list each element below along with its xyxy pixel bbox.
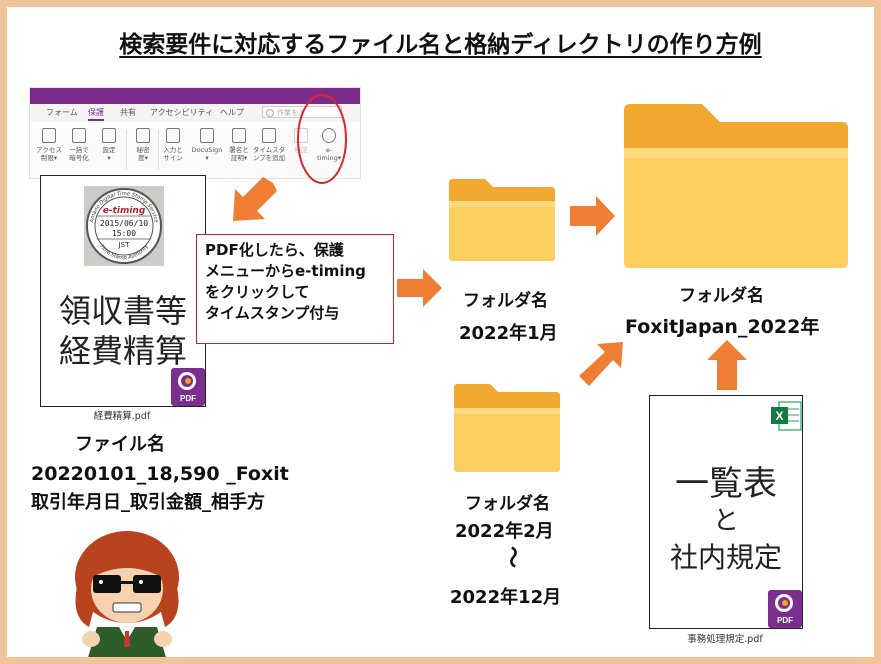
clock-doc-icon xyxy=(262,128,276,143)
instruction-callout: PDF化したら、保護 メニューからe-timing をクリックして タイムスタン… xyxy=(196,234,394,344)
pen-icon xyxy=(166,128,180,143)
doc1-line2: 経費精算 xyxy=(58,332,187,370)
arrow-icon xyxy=(579,342,623,386)
arrow-icon xyxy=(570,196,615,236)
arrow-icon xyxy=(233,177,277,221)
stamp-date: 2015/06/10 xyxy=(100,219,148,228)
tab-accessibility[interactable]: アクセシビリティ xyxy=(150,108,214,117)
ribbon-separator xyxy=(126,130,127,170)
ribbon-button-sign-certify[interactable]: 署名と証明▾ xyxy=(224,128,254,162)
foxit-pdf-icon: PDF xyxy=(768,590,802,628)
lock-icon xyxy=(72,128,86,143)
ribbon-titlebar xyxy=(30,88,360,104)
ribbon-button-settings[interactable]: 設定▾ xyxy=(94,128,124,162)
tab-share[interactable]: 共有 xyxy=(120,108,136,117)
ribbon-button-add-timestamp[interactable]: タイムスタンプを追加 xyxy=(252,128,286,162)
highlight-circle xyxy=(297,94,347,184)
page-title: 検索要件に対応するファイル名と格納ディレクトリの作り方例 xyxy=(119,32,762,58)
folder-main-name: FoxitJapan_2022年 xyxy=(625,316,820,338)
folder-jan-name: 2022年1月 xyxy=(459,323,558,344)
ribbon-button-docusign[interactable]: DocuSign▾ xyxy=(190,128,224,162)
foxit-pdf-icon: PDF xyxy=(171,368,205,406)
timestamp-seal-icon: Amano Digital Time Stamp Service Time St… xyxy=(84,186,164,266)
folder-icon xyxy=(624,104,848,268)
doc2-line1: 一覧表 xyxy=(675,464,777,504)
range-tilde: 〜 xyxy=(499,545,525,569)
pen-icon xyxy=(200,128,214,143)
ribbon-button-fill-sign[interactable]: 入力とサイン xyxy=(158,128,188,162)
stamp-time: 15:00 xyxy=(112,229,136,238)
excel-icon: X xyxy=(771,401,802,431)
folder-jan-label: フォルダ名 xyxy=(463,291,548,311)
ribbon-separator xyxy=(158,130,159,170)
arrow-icon xyxy=(397,269,442,307)
signature-icon xyxy=(232,128,246,143)
folder-main-label: フォルダ名 xyxy=(679,286,764,306)
pdf-document-rules: X 一覧表 と 社内規定 PDF xyxy=(649,395,803,629)
svg-text:X: X xyxy=(775,409,783,423)
tab-help[interactable]: ヘルプ xyxy=(220,108,244,117)
folder-icon xyxy=(449,179,555,261)
folder-icon xyxy=(454,384,560,472)
arrow-icon xyxy=(707,340,747,390)
file-name-example: 20220101_18,590 _Foxit xyxy=(31,463,289,485)
gear-doc-icon xyxy=(102,128,116,143)
ribbon-button-confidential[interactable]: 秘密度▾ xyxy=(128,128,158,162)
ribbon-button-access-restrict[interactable]: アクセス制限▾ xyxy=(34,128,64,162)
doc2-filename: 事務処理規定.pdf xyxy=(687,634,763,645)
lock-icon xyxy=(42,128,56,143)
folder-feb-name: 2022年2月 xyxy=(455,521,554,542)
doc1-line1: 領収書等 xyxy=(58,292,187,330)
doc1-filename: 経費精算.pdf xyxy=(93,411,151,422)
file-name-pattern: 取引年月日_取引金額_相手方 xyxy=(31,492,265,513)
file-name-label: ファイル名 xyxy=(75,434,165,455)
stamp-tz: JST xyxy=(118,241,131,249)
folder-feb-label: フォルダ名 xyxy=(465,494,550,514)
folder-dec-name: 2022年12月 xyxy=(450,587,562,608)
stamp-brand: e-timing xyxy=(103,206,146,216)
shield-icon xyxy=(136,128,150,143)
pdf-document-receipt: Amano Digital Time Stamp Service Time St… xyxy=(40,175,206,407)
tab-protect[interactable]: 保護 xyxy=(88,107,104,121)
doc2-line2: と xyxy=(712,506,739,536)
tab-form[interactable]: フォーム xyxy=(46,108,78,117)
ribbon-button-batch-encrypt[interactable]: 一括で暗号化 xyxy=(64,128,94,162)
doc2-line3: 社内規定 xyxy=(669,541,782,574)
mascot-character xyxy=(75,531,179,657)
